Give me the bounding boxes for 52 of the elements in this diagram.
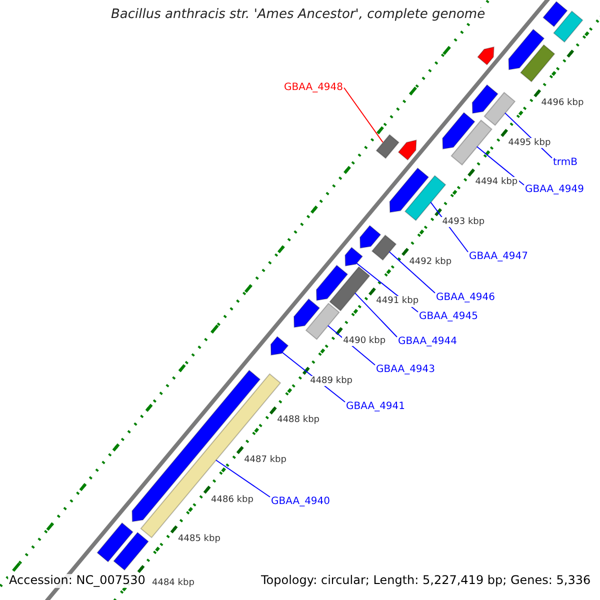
gene-block (484, 92, 516, 126)
gene-label: GBAA_4947 (469, 251, 528, 262)
gene-feature (360, 224, 382, 249)
gene-label: GBAA_4946 (436, 292, 496, 304)
gene-label: GBAA_4948 (284, 82, 344, 94)
gene-block (329, 266, 370, 312)
gene-feature (472, 84, 498, 114)
scale-label: 4488 kbp (276, 415, 320, 426)
gene-label: GBAA_4944 (398, 336, 458, 348)
gene-block (553, 10, 584, 43)
scale-label: 4495 kbp (507, 138, 552, 148)
gene-block (450, 120, 492, 166)
gene-block (305, 302, 340, 340)
gene-block (520, 44, 556, 82)
scale-label: 4489 kbp (309, 376, 354, 386)
gene-feature (344, 246, 364, 266)
scale-label: 4496 kbp (540, 98, 585, 108)
gene-label: trmB (553, 157, 578, 168)
scale-label: 4487 kbp (243, 454, 288, 466)
gene-block (113, 532, 149, 571)
gene-feature (316, 264, 348, 301)
gene-feature (293, 298, 320, 328)
scale-label: 4484 kbp (151, 578, 196, 588)
genome-stats-text: Topology: circular; Length: 5,227,419 bp; Genes: 5,336 (260, 574, 592, 588)
gene-feature (398, 140, 417, 161)
gene-label: GBAA_4949 (525, 184, 584, 196)
scale-label: 4492 kbp (408, 256, 453, 267)
accession-text: Accession: NC_007530 (8, 574, 146, 588)
gene-feature (389, 167, 430, 213)
gene-block (376, 134, 400, 159)
scale-label: 4485 kbp (177, 534, 222, 545)
gene-feature (442, 112, 476, 150)
scale-label: 4491 kbp (375, 296, 420, 307)
leader-line (354, 292, 398, 338)
gene-feature (270, 336, 289, 356)
scale-label: 4490 kbp (342, 336, 387, 346)
scale-label: 4494 kbp (474, 177, 519, 188)
leader-line (215, 460, 270, 498)
gene-label: GBAA_4945 (419, 311, 478, 322)
gene-feature (508, 28, 545, 70)
gene-block (542, 0, 568, 28)
gene-label: GBAA_4943 (376, 364, 436, 376)
scale-label: 4486 kbp (210, 494, 254, 505)
leader-line (388, 251, 436, 294)
gene-block (96, 522, 134, 562)
gene-feature (477, 46, 494, 66)
scale-label: 4493 kbp (441, 216, 486, 228)
gene-block (371, 234, 397, 261)
leader-line (344, 87, 384, 143)
gene-label: GBAA_4941 (346, 401, 406, 412)
gene-label: GBAA_4940 (271, 496, 330, 508)
leader-line (476, 146, 524, 186)
